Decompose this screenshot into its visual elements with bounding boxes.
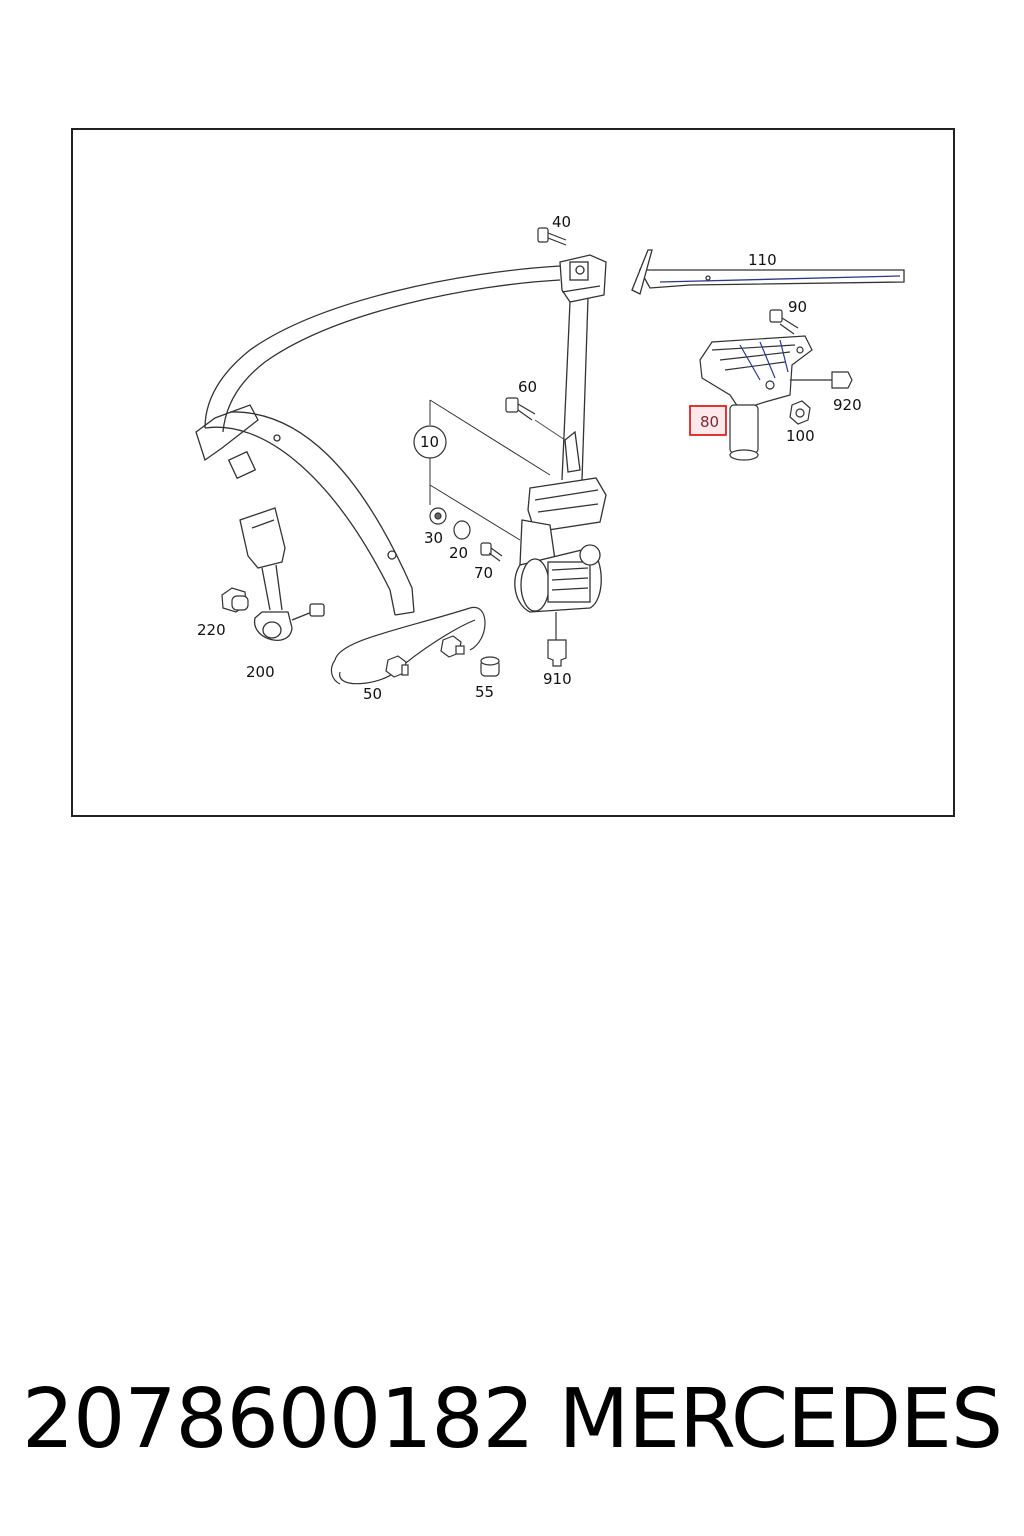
washer-30-icon: [429, 507, 447, 525]
guide-rail-110: [631, 249, 905, 295]
callout-100: 100: [786, 427, 815, 445]
callout-60: 60: [518, 378, 537, 396]
bolt-40-icon: [537, 227, 567, 246]
bolt-70-icon: [480, 542, 503, 562]
seat-belt-buckle-200: [239, 507, 325, 641]
brand-name: MERCEDES: [558, 1372, 1003, 1467]
callout-70: 70: [474, 564, 493, 582]
connector-920-icon: [790, 371, 853, 389]
part-number: 2078600182: [22, 1372, 535, 1467]
bolt-60-icon: [505, 397, 566, 441]
belt-retractor: [514, 477, 607, 613]
callout-20: 20: [449, 544, 468, 562]
callout-910: 910: [543, 670, 572, 688]
callout-40: 40: [552, 213, 571, 231]
sleeve-55-icon: [480, 656, 500, 677]
washer-20-icon: [453, 520, 471, 540]
callout-50: 50: [363, 685, 382, 703]
nut-100-icon: [789, 400, 811, 425]
height-adjuster-motor: [699, 335, 813, 461]
callout-10-leaders: [429, 399, 551, 541]
bolt-50-icon: [385, 655, 409, 678]
callout-110: 110: [748, 251, 777, 269]
bolt-50b-icon: [440, 635, 465, 658]
footer: 2078600182 MERCEDES: [0, 1360, 1024, 1480]
callout-55: 55: [475, 683, 494, 701]
callout-10: 10: [420, 433, 439, 451]
callout-90: 90: [788, 298, 807, 316]
belt-webbing: [195, 265, 561, 616]
callout-30: 30: [424, 529, 443, 547]
callout-920: 920: [833, 396, 862, 414]
highlight-box-80: [689, 405, 727, 436]
callout-80: 80: [700, 413, 719, 431]
plug-220-icon: [221, 587, 249, 613]
d-ring-anchor: [559, 254, 607, 481]
diagram-frame: [71, 128, 955, 817]
callout-200: 200: [246, 663, 275, 681]
callout-220: 220: [197, 621, 226, 639]
bracket-910-icon: [547, 612, 567, 667]
bolt-90-icon: [769, 309, 799, 335]
callout-10-circle: [413, 425, 447, 459]
